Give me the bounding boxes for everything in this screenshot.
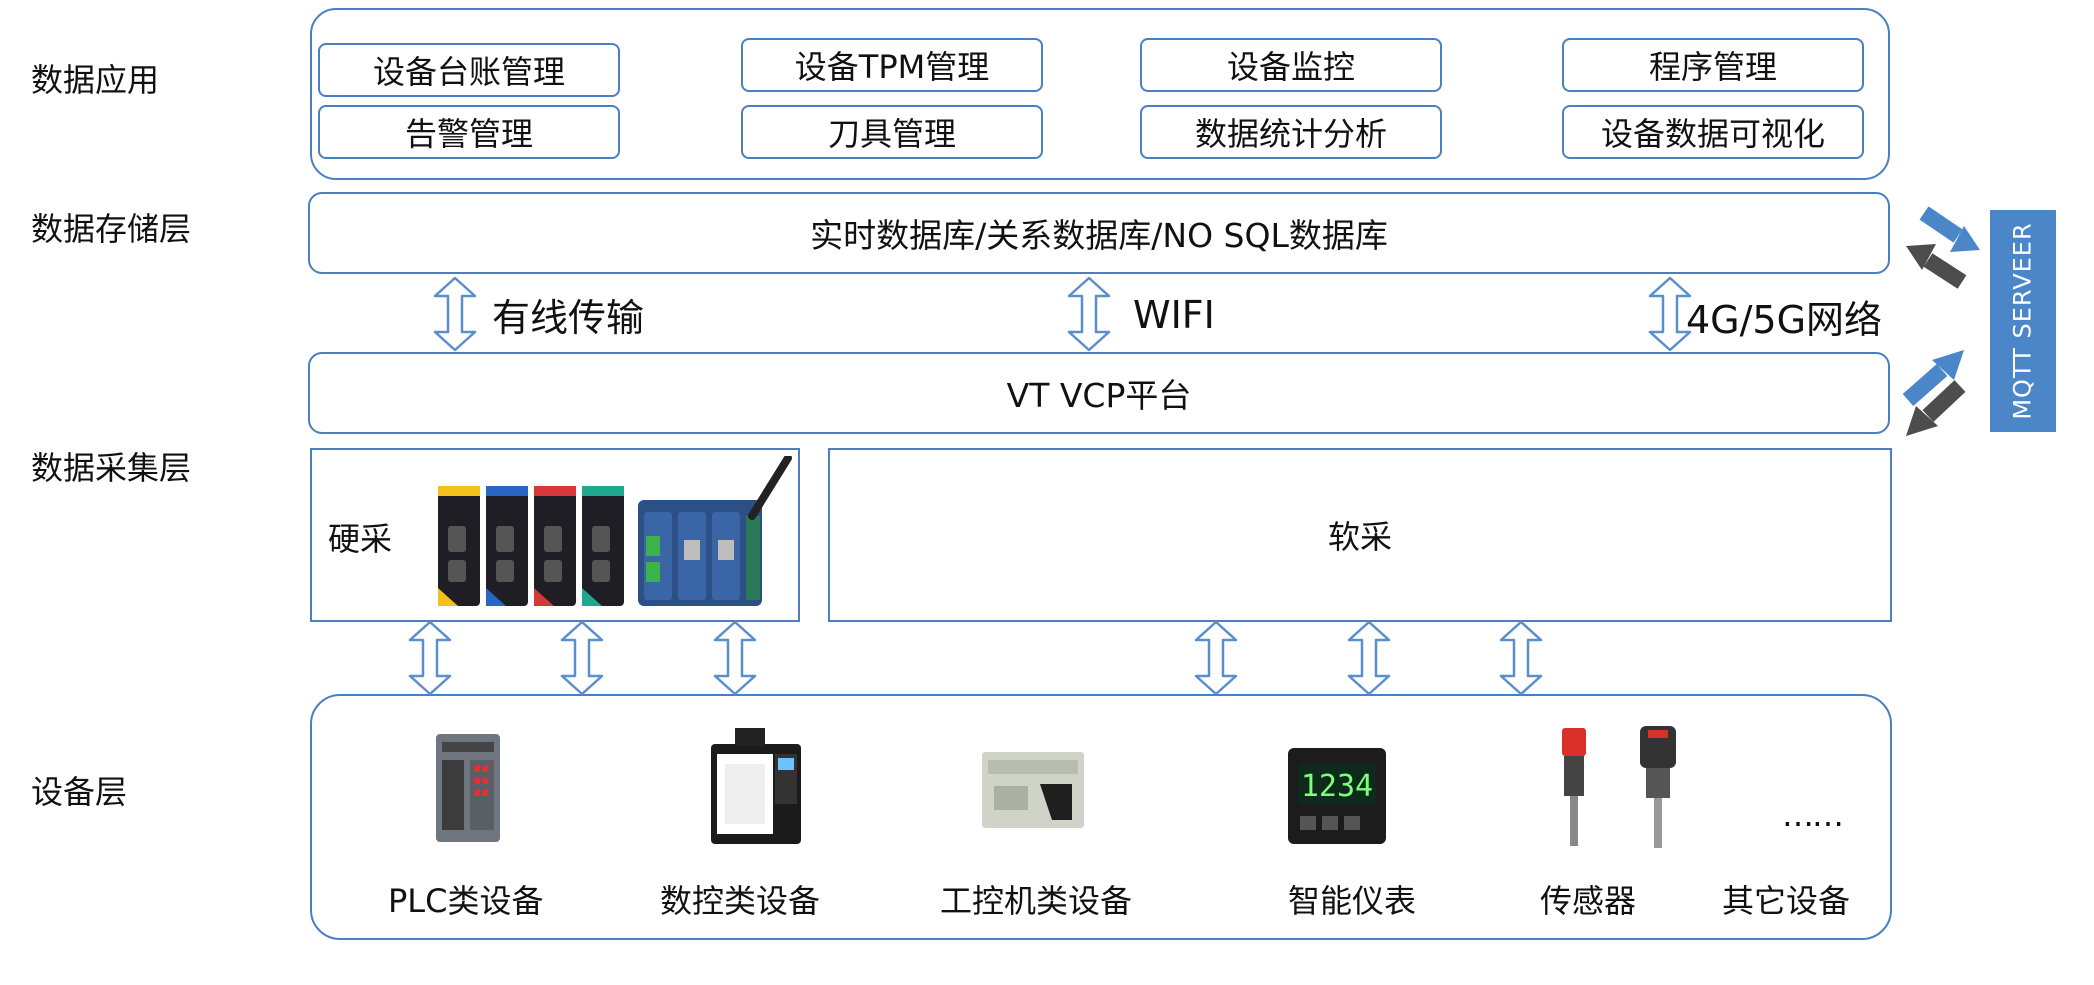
hardware-collection-box: 硬采	[310, 448, 800, 622]
device-label-ipc: 工控机类设备	[940, 882, 1133, 920]
device-label-other: 其它设备	[1722, 882, 1851, 920]
connection-label-wifi: WIFI	[1133, 293, 1215, 337]
device-layer-box	[310, 694, 1892, 940]
platform-label: VT VCP平台	[1006, 376, 1192, 415]
device-label-cnc: 数控类设备	[660, 882, 821, 920]
mqtt-storage-arrow-out-icon	[1919, 206, 1980, 252]
mqtt-storage-arrow-in-icon	[1906, 244, 1967, 289]
collector-module-3-icon	[534, 486, 576, 606]
meter-display-value: 1234	[1301, 769, 1373, 804]
collector-devices-image	[438, 456, 792, 606]
double-arrow-wired-icon	[433, 276, 477, 352]
layer-label-device: 设备层	[31, 773, 128, 811]
app-item-monitoring[interactable]: 设备监控	[1140, 38, 1442, 92]
app-item-alarm[interactable]: 告警管理	[318, 105, 620, 159]
layer-label-collection: 数据采集层	[31, 449, 192, 487]
app-item-asset-ledger[interactable]: 设备台账管理	[318, 43, 620, 97]
double-arrow-sw-3-icon	[1499, 620, 1543, 696]
app-item-tool[interactable]: 刀具管理	[741, 105, 1043, 159]
collector-module-2-icon	[486, 486, 528, 606]
app-item-tpm[interactable]: 设备TPM管理	[741, 38, 1043, 92]
hardware-collection-label: 硬采	[328, 520, 393, 558]
double-arrow-hw-1-icon	[408, 620, 452, 696]
double-arrow-hw-2-icon	[560, 620, 604, 696]
double-arrow-hw-3-icon	[713, 620, 757, 696]
cnc-machine-icon	[711, 728, 801, 844]
plc-device-icon	[436, 734, 500, 842]
sensor-devices-icon	[1562, 726, 1676, 848]
devices-more-ellipsis: ……	[1782, 796, 1844, 834]
app-item-statistics[interactable]: 数据统计分析	[1140, 105, 1442, 159]
connection-label-cellular: 4G/5G网络	[1686, 298, 1883, 342]
connection-label-wired: 有线传输	[492, 296, 645, 340]
mqtt-platform-arrow-in-icon	[1906, 380, 1966, 436]
double-arrow-sw-1-icon	[1194, 620, 1238, 696]
software-collection-box: 软采	[828, 448, 1892, 622]
smart-meter-icon: 1234	[1288, 748, 1386, 844]
collector-module-4-icon	[582, 486, 624, 606]
software-collection-label: 软采	[1327, 518, 1392, 556]
device-label-sensor: 传感器	[1540, 882, 1637, 920]
storage-label: 实时数据库/关系数据库/NO SQL数据库	[810, 216, 1388, 255]
mqtt-server-box: MQTT SERVEER	[1990, 210, 2056, 432]
gateway-device-icon	[638, 456, 792, 606]
layer-label-storage: 数据存储层	[31, 210, 192, 248]
device-label-plc: PLC类设备	[388, 882, 544, 920]
mqtt-platform-arrow-out-icon	[1902, 350, 1964, 406]
app-item-program[interactable]: 程序管理	[1562, 38, 1864, 92]
double-arrow-wifi-icon	[1067, 276, 1111, 352]
collector-module-1-icon	[438, 486, 480, 606]
double-arrow-sw-2-icon	[1347, 620, 1391, 696]
industrial-pc-icon	[982, 752, 1084, 828]
layer-label-application: 数据应用	[31, 61, 160, 99]
platform-box: VT VCP平台	[308, 352, 1890, 434]
double-arrow-cellular-icon	[1648, 276, 1692, 352]
app-item-visualization[interactable]: 设备数据可视化	[1562, 105, 1864, 159]
storage-layer-box: 实时数据库/关系数据库/NO SQL数据库	[308, 192, 1890, 274]
device-label-meter: 智能仪表	[1288, 882, 1417, 920]
